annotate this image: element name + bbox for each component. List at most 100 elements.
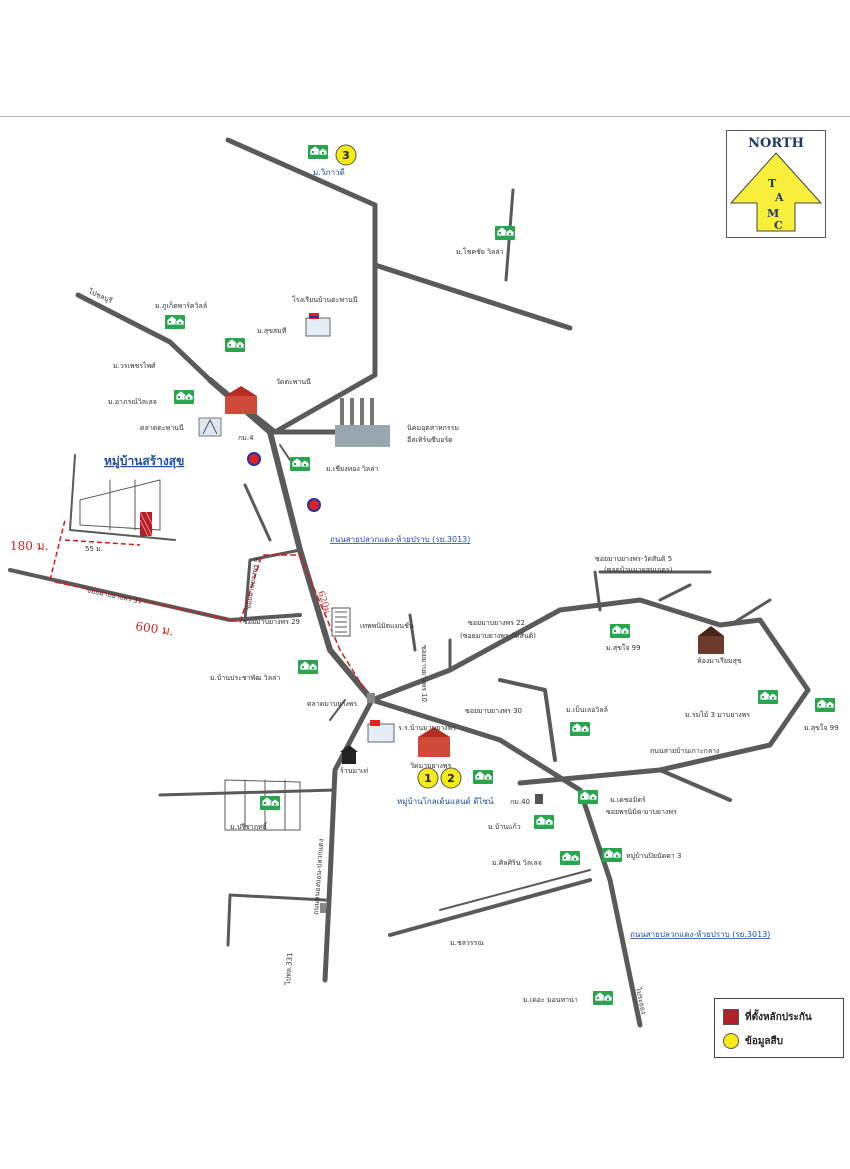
label-soi-29: ซอยมาบยางพร 29 xyxy=(243,618,300,626)
north-arrow-icon: NORTH T A M C xyxy=(729,136,823,232)
marker-1: 1 xyxy=(424,772,432,785)
house-icon xyxy=(164,314,186,330)
north-letter-c: C xyxy=(774,219,783,232)
label-village-main: หมู่บ้านโกลเด้นแลนด์ ดีไซน์ xyxy=(397,796,494,807)
factory-icon xyxy=(335,398,390,447)
label-market-center: ตลาดมาบยางพร xyxy=(307,700,357,708)
marker-2: 2 xyxy=(447,772,455,785)
label-m-tanwa: ม.เดอะ มอนทาน่า xyxy=(523,996,578,1004)
house-icon xyxy=(494,225,516,241)
school-icon xyxy=(305,313,331,337)
label-m-chiang: ม.เชียงทอง วิลล่า xyxy=(326,465,378,473)
label-soi-5-sub: (ซอยบ้านนายสมเกตร) xyxy=(604,566,673,574)
house-icon xyxy=(297,659,319,675)
label-school-center: ร.ร.บ้านมาบยางพร xyxy=(398,724,456,732)
house-icons xyxy=(164,144,836,1006)
legend-info-label: ข้อมูลสืบ xyxy=(745,1035,784,1047)
label-m-phuket: ม.ภูเก็ตพาร์ควิลล์ xyxy=(155,301,207,310)
label-m-siwat: ม.ศิลศิริน วิลเลจ xyxy=(492,859,542,867)
label-monastery: ท้องมาเรียมสุข xyxy=(697,657,742,665)
house-icon xyxy=(224,337,246,353)
label-temple-top: วัดตะพานนี xyxy=(276,378,311,386)
bus-stop-icon xyxy=(535,794,543,804)
house-icon xyxy=(577,789,599,805)
house-icon xyxy=(259,795,281,811)
legend-row-location: ที่ตั้งหลักประกัน xyxy=(723,1009,812,1025)
label-industry-2: อีสเทิร์นซีบอร์ด xyxy=(407,436,453,444)
school-icon-center xyxy=(367,720,395,743)
label-school: โรงเรียนบ้านตะพานนี xyxy=(292,295,358,304)
label-soi-22: ซอยมาบยางพร 22 xyxy=(468,619,525,627)
house-icon xyxy=(472,769,494,785)
house-icon xyxy=(592,990,614,1006)
house-icon xyxy=(757,689,779,705)
marker-3: 3 xyxy=(342,149,350,162)
collateral-plot xyxy=(139,511,153,537)
label-m-apichat: ม.อาภรณ์วิลเลจ xyxy=(108,398,157,406)
temple-icon xyxy=(225,386,257,414)
label-soi-5: ซอยมาบยางพร-วัดสันติ 5 xyxy=(595,555,672,563)
label-temple-center: วัดมาบยางพร xyxy=(410,762,452,770)
north-letter-m: M xyxy=(767,207,779,220)
info-markers: 3 1 2 xyxy=(335,144,462,789)
collateral-swatch-icon xyxy=(723,1009,739,1025)
label-market-top: ตลาดตะพานนี xyxy=(140,424,184,432)
legend-location-label: ที่ตั้งหลักประกัน xyxy=(745,1011,812,1023)
label-m-hansa: ม.ร่มไม้ 3 มาบยางพร xyxy=(685,710,750,719)
label-main-road-1: ถนนสายปลวกแดง-ห้วยปราบ (รย.3013) xyxy=(330,535,470,544)
label-m-prachapat: ม.บ้านประชาพัฒ วิลล่า xyxy=(210,674,280,682)
legend: ที่ตั้งหลักประกัน ข้อมูลสืบ xyxy=(714,998,844,1058)
label-m-chokchai: ม.โชคชัย วิลล่า xyxy=(456,247,504,256)
label-industry: นิคมอุตสาหกรรม xyxy=(407,424,459,432)
road-network xyxy=(8,137,811,1028)
label-soi-30: ซอยมาบยางพร 30 xyxy=(465,707,522,715)
label-m-vipawadee: ม.วิภาวดี xyxy=(313,168,345,177)
label-soi-31: ซอยมาบยางพร 31 xyxy=(86,586,143,606)
label-m-sukhothai: ม.สุขสมที xyxy=(257,327,287,335)
house-icon xyxy=(307,144,329,160)
legend-row-info: ข้อมูลสืบ xyxy=(723,1033,783,1049)
apartment-icon xyxy=(331,607,351,637)
market-icon xyxy=(198,417,222,437)
house-icon xyxy=(609,623,631,639)
house-icon xyxy=(569,721,591,737)
label-village-title: หมู่บ้านสร้างสุข xyxy=(104,454,184,469)
yellow-circle-icon xyxy=(723,1033,739,1049)
label-m-golden: ม.บ้านแก้ว xyxy=(488,823,521,831)
label-km: กม.40 xyxy=(510,798,530,806)
house-icon xyxy=(289,456,311,472)
label-m-somsak: ม.วรเพชรไพศ์ xyxy=(113,361,156,370)
house-icon xyxy=(173,389,195,405)
label-route-331: ไปทล.331 xyxy=(283,952,294,986)
north-letter-t: T xyxy=(768,177,777,190)
house-icon xyxy=(601,847,623,863)
label-road-se: ถนนสายบ้านเกาะกลาง xyxy=(650,747,719,755)
house-icon xyxy=(814,697,836,713)
north-letter-a: A xyxy=(774,191,784,204)
label-m-chunlawan: ม.ชลวรรณ xyxy=(450,939,484,947)
label-main-road-2: ถนนสายปลวกแดง-ห้วยปราบ (รย.3013) xyxy=(630,930,770,939)
label-soi-east: ซอยพรนิมิต-มาบยางพร xyxy=(606,808,677,816)
label-600m: 600 ม. xyxy=(135,619,175,638)
label-m-benz: ม.เบ็นเลอวิลล์ xyxy=(566,705,608,714)
house-icon xyxy=(533,814,555,830)
label-m-sukjai-2: ม.สุขใจ 99 xyxy=(804,723,839,732)
label-route-north: ซอยมาบยางพร 10 xyxy=(420,645,428,702)
measured-route xyxy=(49,519,366,691)
north-arrow-box: NORTH T A M C xyxy=(726,130,826,238)
top-rule xyxy=(0,116,850,117)
label-shop: ร้านมาเท่ xyxy=(340,767,368,775)
label-m-preecha: ม.ปรีชาฤทธิ์ xyxy=(230,821,268,831)
north-word: NORTH xyxy=(748,136,804,151)
label-soi-22-sub: (ซอยมาบยางพร-วัดสันติ) xyxy=(460,632,536,640)
shop-icon xyxy=(340,745,358,764)
monastery-icon xyxy=(698,626,724,654)
map-labels: ม.วิภาวดี ม.โชคชัย วิลล่า โรงเรียนบ้านตะ… xyxy=(10,168,839,1015)
label-m-nat3: หมู่บ้านปิยนัดดา 3 xyxy=(626,852,681,860)
landmarks xyxy=(198,313,724,913)
label-180m: 180 ม. xyxy=(10,539,48,553)
label-apartment: เทพพนิมิตแมนชั่น xyxy=(360,621,414,630)
gas-station-icon xyxy=(247,452,321,512)
label-55m: 55 ม. xyxy=(85,545,103,553)
